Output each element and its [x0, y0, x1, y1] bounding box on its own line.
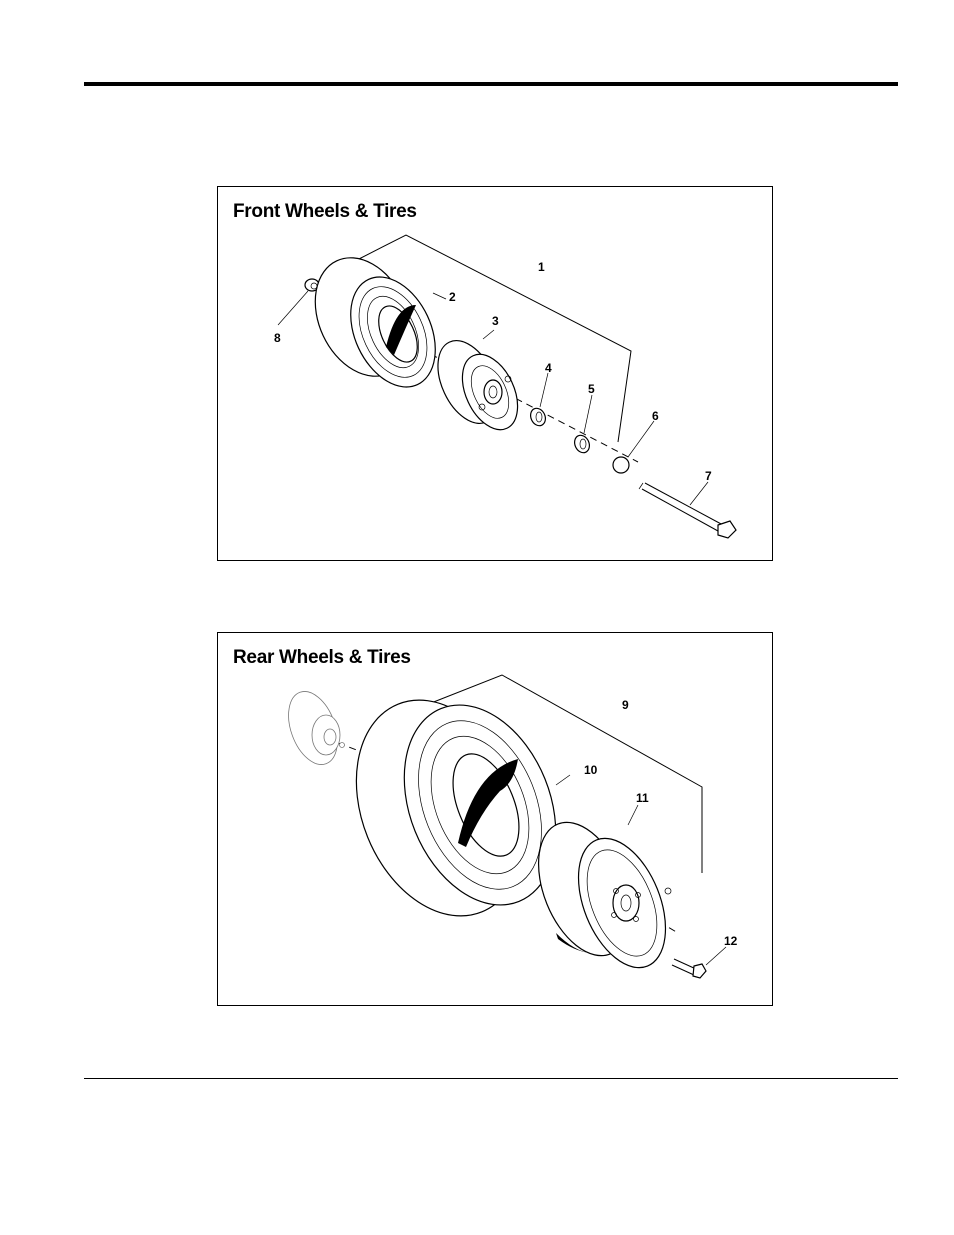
leader-2 [433, 293, 446, 299]
part-4-bearing [528, 406, 548, 428]
leader-11 [628, 805, 638, 825]
rear-hub [279, 685, 346, 771]
callout-2: 2 [449, 290, 456, 304]
part-11-rear-rim [521, 809, 683, 980]
callout-9: 9 [622, 698, 629, 712]
part-2-front-tire [297, 242, 452, 400]
leader-7 [690, 482, 708, 505]
callout-1: 1 [538, 260, 545, 274]
part-5-washer [572, 433, 592, 455]
leader-5 [584, 395, 592, 433]
rear-wheels-diagram: Rear Wheels & Tires [217, 632, 773, 1006]
callout-3: 3 [492, 314, 499, 328]
callout-6: 6 [652, 409, 659, 423]
part-7-bolt [639, 483, 736, 538]
callout-7: 7 [705, 469, 712, 483]
callout-4: 4 [545, 361, 552, 375]
part-3-front-rim [426, 331, 529, 438]
part-10-rear-tire [326, 675, 584, 941]
footer-rule [84, 1078, 898, 1079]
front-wheels-drawing: 1 2 3 4 5 6 7 8 [218, 187, 774, 562]
leader-10 [556, 775, 570, 785]
callout-5: 5 [588, 382, 595, 396]
callout-8: 8 [274, 331, 281, 345]
leader-6 [628, 421, 654, 457]
leader-12 [706, 947, 726, 965]
front-wheels-diagram: Front Wheels & Tires [217, 186, 773, 561]
leader-3 [483, 330, 494, 339]
part-6-spacer [613, 457, 629, 473]
header-rule [84, 82, 898, 86]
rear-wheels-drawing: 9 10 11 12 [218, 633, 774, 1007]
callout-11: 11 [636, 791, 649, 805]
part-12-bolt [672, 959, 706, 978]
callout-12: 12 [724, 934, 738, 948]
callout-10: 10 [584, 763, 598, 777]
leader-8 [278, 291, 308, 325]
leader-4 [540, 373, 548, 407]
